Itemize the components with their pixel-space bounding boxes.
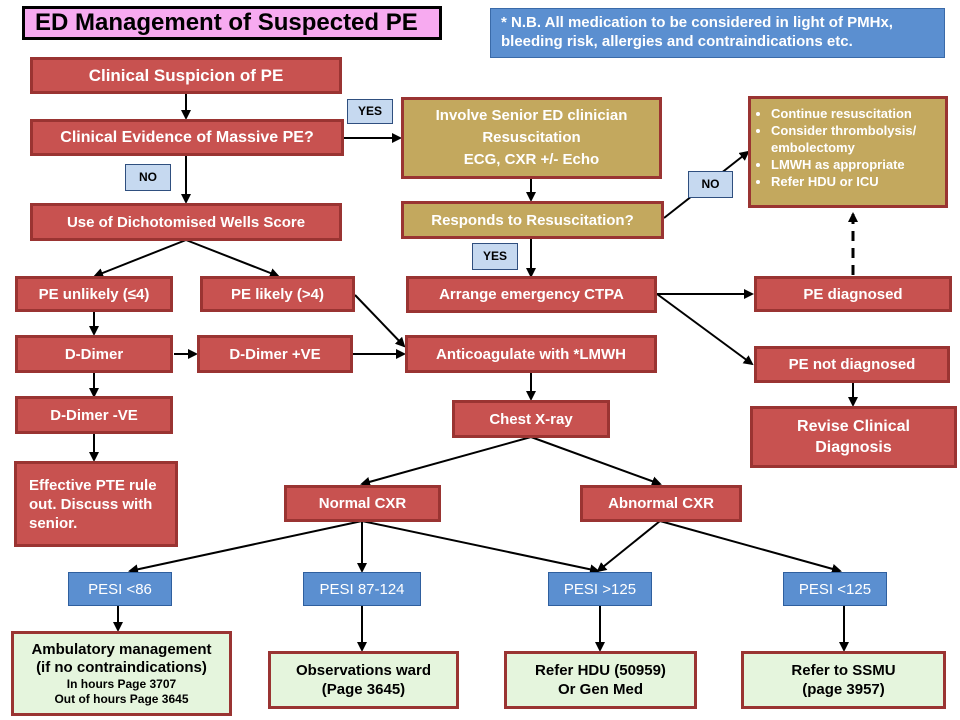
treatment-item: LMWH as appropriate [771, 156, 939, 173]
node-pe-not-diagnosed: PE not diagnosed [754, 346, 950, 383]
label-no-responds: NO [688, 171, 733, 198]
node-rule-out: Effective PTE rule out. Discuss with sen… [14, 461, 178, 547]
node-ctpa: Arrange emergency CTPA [406, 276, 657, 313]
node-ddimer-negative: D-Dimer -VE [15, 396, 173, 434]
node-ddimer-positive: D-Dimer +VE [197, 335, 353, 373]
node-normal-cxr: Normal CXR [284, 485, 441, 522]
arrow-wells-to-likely [185, 239, 280, 278]
node-abnormal-cxr: Abnormal CXR [580, 485, 742, 522]
node-clinical-suspicion: Clinical Suspicion of PE [30, 57, 342, 94]
node-wells-score: Use of Dichotomised Wells Score [30, 203, 342, 241]
label-no-massive: NO [125, 164, 171, 191]
node-pe-diagnosed: PE diagnosed [754, 276, 952, 312]
arrow-chestxray-to-normal [360, 436, 532, 487]
label-yes-massive: YES [347, 99, 393, 124]
node-pe-unlikely: PE unlikely (≤4) [15, 276, 173, 312]
arrow-ctpa-to-not-diagnosed [656, 293, 754, 366]
node-refer-ssmu: Refer to SSMU (page 3957) [741, 651, 946, 709]
node-responds: Responds to Resuscitation? [401, 201, 664, 239]
node-anticoagulate: Anticoagulate with *LMWH [405, 335, 657, 373]
medication-note: * N.B. All medication to be considered i… [490, 8, 945, 58]
node-chest-xray: Chest X-ray [452, 400, 610, 438]
ambulatory-out-of-hours: Out of hours Page 3645 [54, 691, 189, 706]
arrow-normal-to-pesi125plus [361, 520, 600, 575]
arrow-abnormal-to-pesi125minus [659, 520, 842, 574]
node-observations-ward: Observations ward (Page 3645) [268, 651, 459, 709]
node-pesi-86: PESI <86 [68, 572, 172, 606]
treatment-item: Consider thrombolysis/ embolectomy [771, 122, 939, 156]
node-involve-senior: Involve Senior ED clinician Resuscitatio… [401, 97, 662, 179]
node-ambulatory: Ambulatory management (if no contraindic… [11, 631, 232, 716]
node-refer-hdu: Refer HDU (50959) Or Gen Med [504, 651, 697, 709]
node-revise-diagnosis: Revise Clinical Diagnosis [750, 406, 957, 468]
ambulatory-in-hours: In hours Page 3707 [66, 676, 177, 691]
arrow-likely-to-anticoag [354, 294, 406, 348]
treatment-item: Continue resuscitation [771, 105, 939, 122]
node-pesi-87-124: PESI 87-124 [303, 572, 421, 606]
node-massive-pe: Clinical Evidence of Massive PE? [30, 119, 344, 156]
label-yes-responds: YES [472, 243, 518, 270]
arrow-chestxray-to-abnormal [530, 436, 662, 486]
ambulatory-title: Ambulatory management (if no contraindic… [31, 640, 212, 676]
arrow-wells-to-unlikely [93, 239, 187, 278]
page-title: ED Management of Suspected PE [22, 6, 442, 40]
treatment-item: Refer HDU or ICU [771, 173, 939, 190]
node-pesi-under-125: PESI <125 [783, 572, 887, 606]
node-pesi-over-125: PESI >125 [548, 572, 652, 606]
node-ddimer: D-Dimer [15, 335, 173, 373]
node-massive-pe-treatment: Continue resuscitation Consider thrombol… [748, 96, 948, 208]
node-pe-likely: PE likely (>4) [200, 276, 355, 312]
arrow-abnormal-to-pesi125plus [596, 520, 661, 573]
